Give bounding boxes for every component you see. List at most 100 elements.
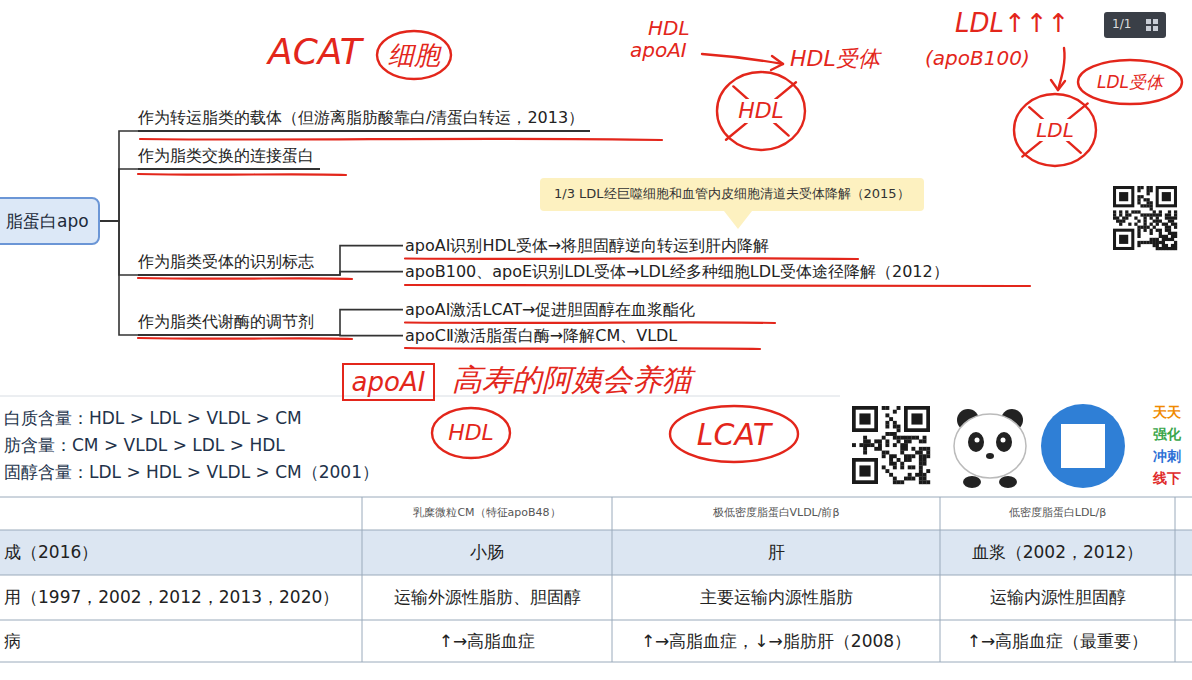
- qr-cell: [1153, 238, 1156, 241]
- qr-cell: [1137, 220, 1140, 223]
- table-grid: [0, 497, 1192, 662]
- qr-cell: [923, 458, 927, 462]
- qr-cell: [1168, 220, 1171, 223]
- qr-cell: [1171, 247, 1174, 250]
- qr-cell: [1140, 186, 1143, 189]
- hand-circle-stroke: [1078, 60, 1182, 104]
- hand-circle-stroke: [432, 408, 510, 458]
- qr-cell: [1150, 232, 1153, 235]
- qr-finder: [856, 462, 875, 481]
- decoration: [138, 174, 346, 175]
- qr-cell: [1119, 220, 1122, 223]
- qr-cell: [904, 447, 908, 451]
- decoration: [1001, 438, 1006, 443]
- qr-cell: [893, 454, 897, 458]
- qr-cell: [1113, 216, 1116, 219]
- node-text: apoAⅠ识别HDL受体→将胆固醇逆向转运到肝内降解: [405, 236, 769, 255]
- qr-codes: [849, 183, 1180, 487]
- table-cell: ↑→高脂血症，↓→脂肪肝（2008）: [612, 631, 940, 651]
- qr-cell: [1147, 186, 1150, 189]
- root-topic: 脂蛋白apo: [0, 197, 100, 245]
- qr-cell: [908, 458, 912, 462]
- qr-cell: [919, 447, 923, 451]
- qr-cell: [1171, 238, 1174, 241]
- decoration: [996, 432, 1012, 452]
- decoration: [1153, 26, 1158, 31]
- qr-cell: [885, 469, 889, 473]
- qr-cell: [1150, 241, 1153, 244]
- qr-cell: [1137, 186, 1140, 189]
- hand-note: ACAT: [268, 30, 362, 73]
- qr-cell: [904, 439, 908, 443]
- qr-cell: [1150, 213, 1153, 216]
- qr-cell: [919, 480, 923, 484]
- mindmap-connector: [100, 169, 138, 221]
- qr-cell: [1140, 226, 1143, 229]
- qr-cell: [1143, 204, 1146, 207]
- qr-cell: [874, 439, 878, 443]
- qr-finder: [1113, 186, 1134, 207]
- qr-code: [1061, 424, 1105, 468]
- qr-cell: [1143, 229, 1146, 232]
- qr-cell: [908, 465, 912, 469]
- qr-cell: [919, 473, 923, 477]
- qr-cell: [1162, 235, 1165, 238]
- node-text: LDL: [1033, 119, 1077, 141]
- qr-cell: [893, 436, 897, 440]
- qr-cell: [1174, 210, 1177, 213]
- qr-cell: [1168, 210, 1171, 213]
- decoration: [986, 453, 994, 459]
- qr-cell: [1125, 216, 1128, 219]
- decoration: [138, 278, 352, 279]
- qr-cell: [1174, 232, 1177, 235]
- qr-cell: [1162, 244, 1165, 247]
- node-text: HDL: [735, 99, 787, 123]
- hand-note: HDL受体: [790, 46, 880, 72]
- decoration: [1146, 19, 1151, 24]
- table-cell: ↑→高脂血症: [362, 631, 612, 651]
- qr-cell: [1137, 235, 1140, 238]
- qr-cell: [1156, 247, 1159, 250]
- qr-cell: [1171, 220, 1174, 223]
- grid-icon: [1146, 19, 1158, 31]
- decoration: [138, 338, 352, 339]
- table-cell: ↑→高脂血症（最重要）: [940, 631, 1175, 651]
- mindmap-connector: [320, 272, 403, 275]
- decoration: [405, 285, 1030, 286]
- crossed-note: LDL: [1012, 92, 1098, 168]
- qr-cell: [923, 436, 927, 440]
- table-cell: 运输外源性脂肪、胆固醇: [362, 587, 612, 607]
- qr-cell: [904, 477, 908, 481]
- qr-cell: [926, 447, 930, 451]
- qr-cell: [1165, 229, 1168, 232]
- qr-cell: [1122, 220, 1125, 223]
- qr-ground: [849, 403, 933, 487]
- qr-cell: [1150, 201, 1153, 204]
- qr-cell: [926, 451, 930, 455]
- decoration: [1061, 424, 1105, 468]
- mindmap-connector: [320, 334, 403, 336]
- qr-cell: [867, 439, 871, 443]
- node-text: 脂蛋白apo: [6, 210, 89, 233]
- leaf-topic: apoB100、apoE识别LDL受体→LDL经多种细胞LDL受体途径降解（20…: [403, 262, 951, 281]
- qr-cell: [926, 480, 930, 484]
- decoration: [405, 257, 858, 260]
- qr-cell: [882, 465, 886, 469]
- qr-cell: [1156, 238, 1159, 241]
- qr-cell: [1168, 247, 1171, 250]
- counter-box: [1104, 12, 1166, 38]
- qr-cell: [900, 465, 904, 469]
- qr-cell: [1165, 216, 1168, 219]
- qr-cell: [1122, 216, 1125, 219]
- qr-cell: [1119, 210, 1122, 213]
- qr-cell: [1150, 229, 1153, 232]
- qr-cell: [1165, 213, 1168, 216]
- qr-cell: [1168, 232, 1171, 235]
- qr-cell: [1113, 210, 1116, 213]
- qr-cell: [893, 410, 897, 414]
- hand-note: HDL: [648, 16, 690, 40]
- qr-cell: [900, 436, 904, 440]
- qr-cell: [889, 432, 893, 436]
- crossed-note: HDL: [715, 70, 807, 152]
- qr-cell: [1168, 216, 1171, 219]
